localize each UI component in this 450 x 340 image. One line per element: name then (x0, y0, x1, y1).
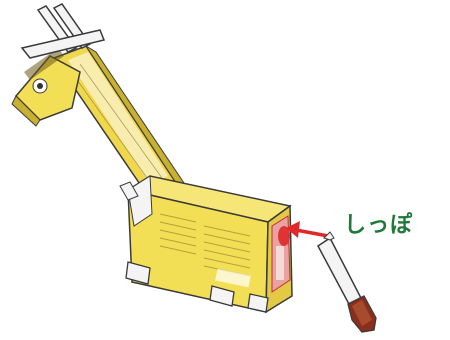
tail-piece (318, 232, 376, 332)
tail-label: しっぽ (344, 207, 413, 239)
red-arrow-icon (286, 221, 328, 238)
giraffe-body (120, 176, 292, 312)
